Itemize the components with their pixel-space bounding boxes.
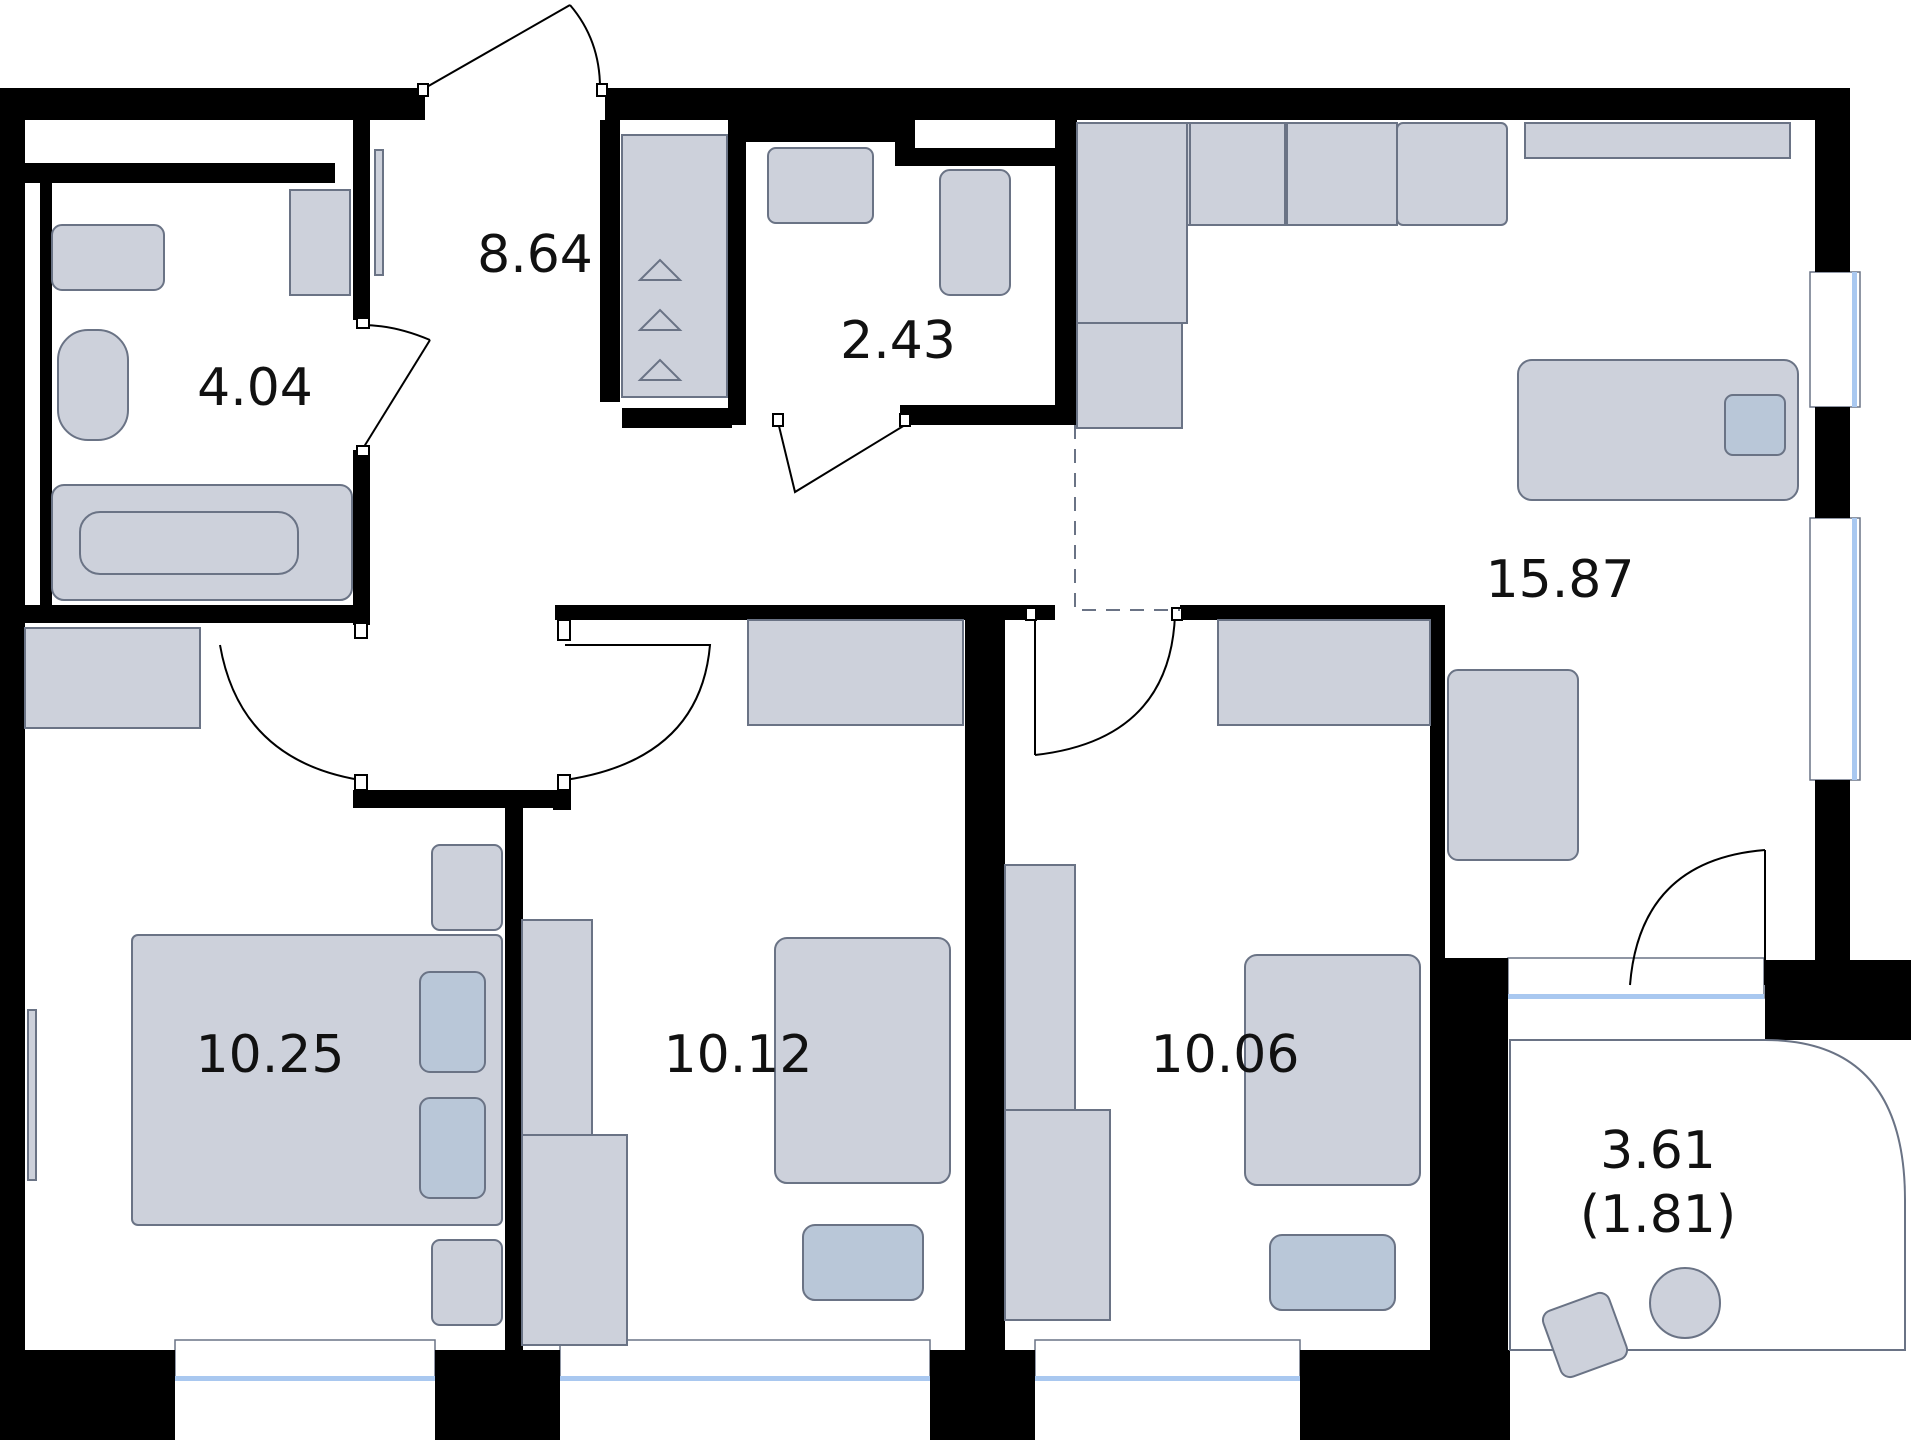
room-area-bathroom: 4.04 <box>197 358 313 418</box>
room-area-balcony: 3.61 <box>1600 1121 1716 1181</box>
nightstand <box>431 1239 503 1326</box>
room-area-kitchen-living: 15.87 <box>1486 550 1635 610</box>
wardrobe-bedroom-2 <box>747 619 964 726</box>
double-bed <box>131 934 503 1226</box>
hall-wardrobe <box>621 134 728 398</box>
balcony-chair <box>1541 1291 1629 1379</box>
walls <box>0 88 1911 1440</box>
kitchen-counter-left <box>1076 122 1188 324</box>
area-labels: 4.04 8.64 2.43 15.87 10.25 10.12 10.06 3… <box>196 225 1737 1245</box>
single-bed-2 <box>774 937 951 1184</box>
kitchen-hood <box>1524 122 1791 159</box>
dining-table <box>1447 669 1579 861</box>
bathroom-toilet <box>51 224 165 291</box>
toilet-sink <box>767 147 874 224</box>
washing-machine <box>289 189 351 296</box>
bathtub <box>51 484 353 601</box>
shelf <box>1004 864 1076 1111</box>
room-area-hallway: 8.64 <box>477 225 593 285</box>
kitchen-sink <box>1189 122 1286 226</box>
cooktop <box>1396 122 1508 226</box>
room-area-toilet: 2.43 <box>840 311 956 371</box>
wardrobe-bedroom-1 <box>24 627 201 729</box>
fridge <box>1076 322 1183 429</box>
room-area-bedroom-3: 10.06 <box>1151 1025 1300 1085</box>
single-bed-3 <box>1244 954 1421 1186</box>
room-area-bedroom-2: 10.12 <box>664 1025 813 1085</box>
furniture <box>24 122 1906 1379</box>
toilet-bowl <box>939 169 1011 296</box>
balcony-table <box>1649 1267 1721 1339</box>
wardrobe-bedroom-3 <box>1217 619 1431 726</box>
nightstand <box>431 844 503 931</box>
desk <box>521 1134 628 1346</box>
dishwasher <box>1286 122 1398 226</box>
sofa <box>1517 359 1799 501</box>
bathroom-sink <box>57 329 129 441</box>
room-area-bedroom-1: 10.25 <box>196 1025 345 1085</box>
shelf <box>521 919 593 1136</box>
room-area-balcony-reduced: (1.81) <box>1580 1185 1736 1245</box>
desk <box>1004 1109 1111 1321</box>
doors <box>219 4 1766 986</box>
